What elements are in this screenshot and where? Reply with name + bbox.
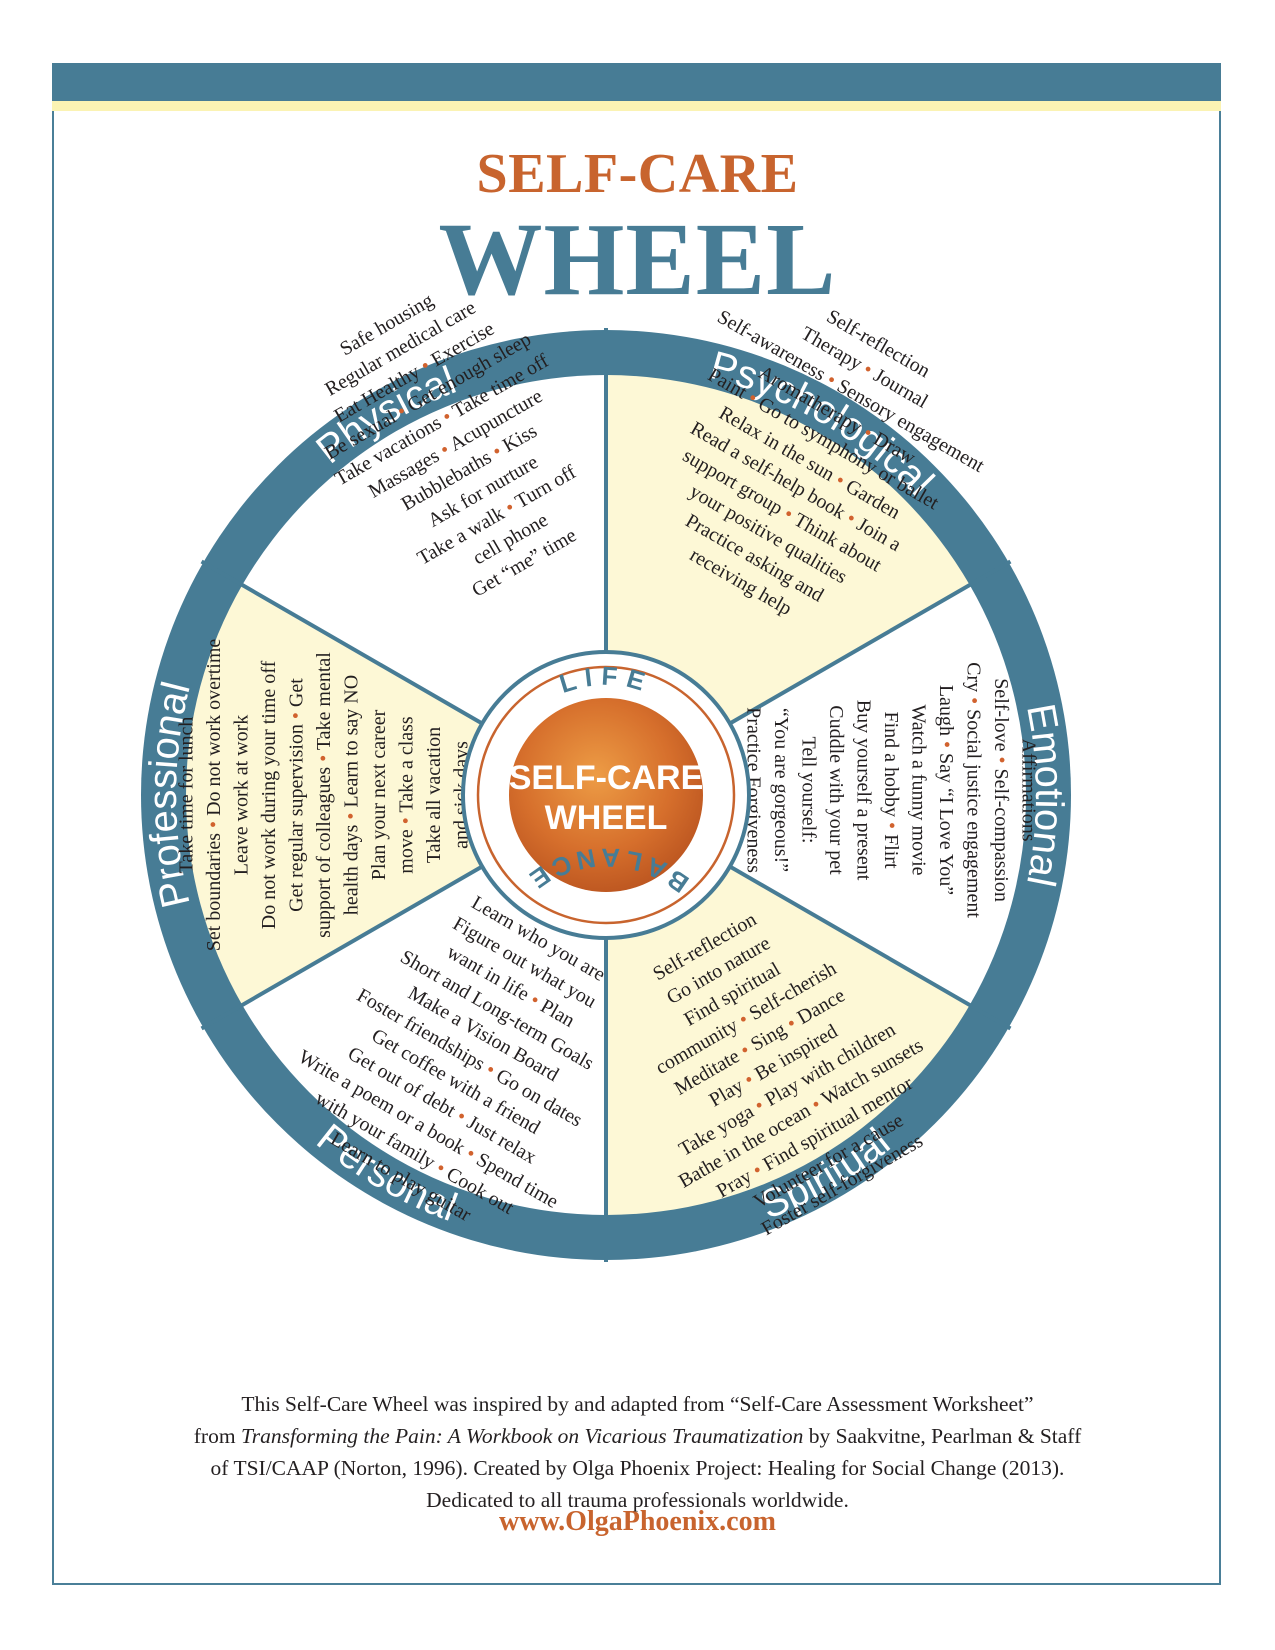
footer-line-4: Dedicated to all trauma professionals wo… <box>426 1488 849 1512</box>
segment-divider <box>200 864 484 1031</box>
item-line: move • Take a class <box>396 716 418 874</box>
item-line: health days • Learn to say NO <box>341 675 363 915</box>
item-line: Set boundaries • Do not work overtime <box>203 639 225 952</box>
segment-emotional <box>606 585 1026 1005</box>
center-title-line-2: WHEEL <box>545 799 668 837</box>
footer-line-2: from Transforming the Pain: A Workbook o… <box>60 1420 1215 1452</box>
segment-divider <box>728 864 1012 1031</box>
item-line: Cuddle with your pet <box>825 705 847 875</box>
segment-professional <box>185 585 606 1005</box>
center-title-line-1: SELF-CARE <box>509 759 704 797</box>
hub-ring <box>476 665 736 925</box>
item-line: Affirmations <box>1018 739 1040 842</box>
segment-divider <box>728 559 1012 726</box>
item-line: “You are gorgeous!” <box>770 708 792 872</box>
website-link[interactable]: www.OlgaPhoenix.com <box>499 1506 776 1537</box>
hub-center <box>509 698 703 892</box>
item-line: support of colleagues • Take mental <box>313 652 335 938</box>
item-line: Find a hobby • Flirt <box>880 711 902 868</box>
item-line: Take all vacation <box>423 727 445 863</box>
footer-line-2-post: by Saakvitne, Pearlman & Staff <box>803 1424 1082 1448</box>
title-wheel: WHEEL <box>438 202 837 317</box>
item-line: Self-love • Self-compassion <box>990 678 1012 902</box>
item-line: Leave work at work <box>231 715 253 876</box>
header-bar <box>52 63 1221 101</box>
item-line: Plan your next career <box>368 709 390 880</box>
footer-line-1: This Self-Care Wheel was inspired by and… <box>241 1392 1034 1416</box>
item-line: Buy yourself a present <box>853 700 875 881</box>
footer-line-2-pre: from <box>193 1424 241 1448</box>
item-line: Cry • Social justice engagement <box>963 662 985 918</box>
header-stripe <box>52 101 1221 111</box>
footer-line-3: of TSI/CAAP (Norton, 1996). Created by O… <box>210 1456 1065 1480</box>
item-line: Watch a funny movie <box>908 704 930 875</box>
item-line: Get regular supervision • Get <box>286 678 308 912</box>
footer-book-title: Transforming the Pain: A Workbook on Vic… <box>240 1424 804 1448</box>
item-line: Take time for lunch <box>176 717 198 874</box>
item-line: Laugh • Say “I Love You” <box>935 685 957 895</box>
item-line: Tell yourself: <box>798 737 820 844</box>
item-line: Practice Forgiveness <box>743 707 765 873</box>
item-line: Do not work during your time off <box>258 660 280 929</box>
title-self-care: SELF-CARE <box>476 143 799 205</box>
footer-credits: This Self-Care Wheel was inspired by and… <box>60 1388 1215 1516</box>
segment-divider <box>200 559 484 726</box>
